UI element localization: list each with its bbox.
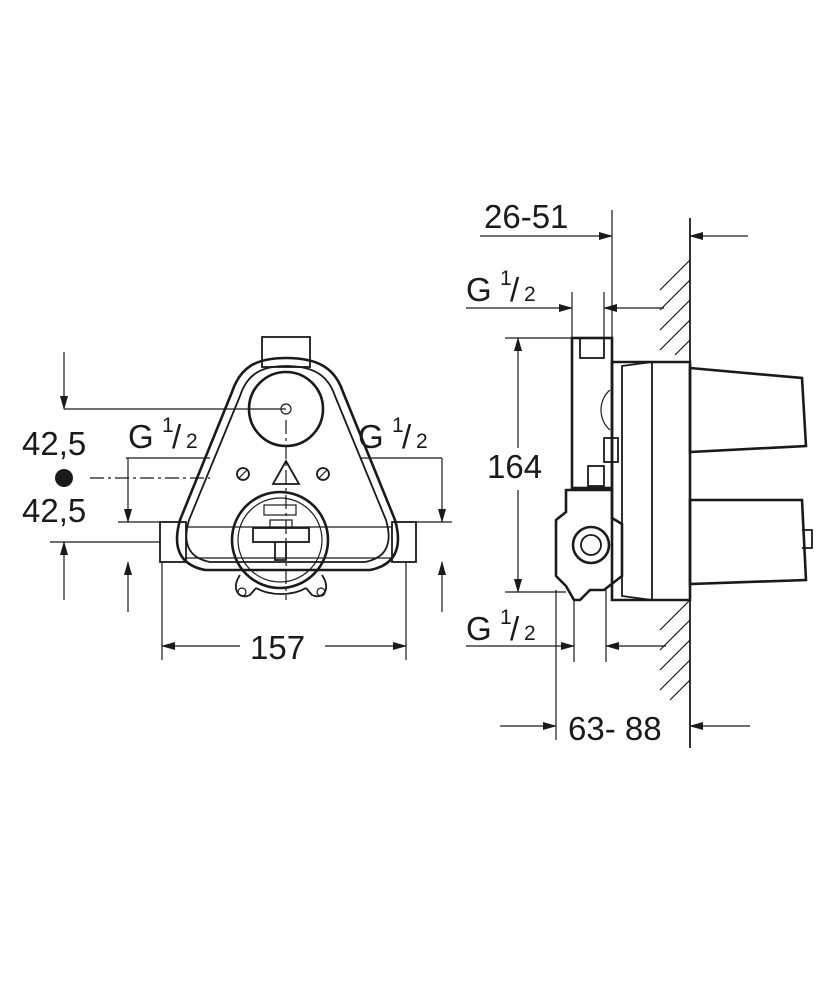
- outer-shell-upper: [688, 366, 808, 454]
- fraction-slash: /: [172, 418, 182, 455]
- valve-body-inner: [185, 365, 390, 563]
- dim-label-lower: 42,5: [22, 492, 86, 529]
- brand-logo-icon: [263, 504, 297, 516]
- right-pipe-stub: [391, 521, 417, 563]
- height-label: 164: [487, 448, 542, 485]
- thread-top-letter: G: [466, 271, 492, 308]
- side-view: 26-51 G 1 / 2 164 G 1 / 2 63- 88: [466, 198, 813, 748]
- thread-top-num: 1: [500, 267, 512, 290]
- fraction-slash: /: [510, 271, 520, 308]
- thread-bottom-letter: G: [466, 610, 492, 647]
- thread-right-letter: G: [358, 418, 384, 455]
- depth-top-label: 26-51: [484, 198, 568, 235]
- thread-left-num: 1: [162, 414, 174, 437]
- thread-bottom-num: 1: [500, 606, 512, 629]
- thread-right-num: 1: [392, 414, 404, 437]
- outer-shell-lower: [688, 498, 808, 586]
- thread-left-letter: G: [128, 418, 154, 455]
- top-port: [261, 336, 311, 368]
- screw-left: [236, 467, 250, 481]
- reference-dot-icon: [55, 469, 73, 487]
- thread-label-bottom: G 1 / 2: [466, 606, 536, 647]
- cartridge-circle: [230, 490, 330, 590]
- small-fitting: [587, 465, 605, 487]
- thread-left-den: 2: [186, 430, 198, 453]
- connection-port: [571, 525, 611, 565]
- thread-right-den: 2: [416, 430, 428, 453]
- thread-label-left: G 1 / 2: [128, 414, 198, 455]
- thread-label-right: G 1 / 2: [358, 414, 428, 455]
- housing-outline: [610, 360, 692, 602]
- thread-bottom-den: 2: [524, 622, 536, 645]
- front-view: 42,5 42,5 G 1 / 2 G 1 / 2 157: [22, 336, 452, 666]
- thread-label-top: G 1 / 2: [466, 267, 536, 308]
- screw-right: [316, 467, 330, 481]
- fraction-slash: /: [402, 418, 412, 455]
- thread-top-den: 2: [524, 283, 536, 306]
- fraction-slash: /: [510, 610, 520, 647]
- lower-valve-body: [554, 488, 624, 602]
- depth-bottom-label: 63- 88: [568, 710, 662, 747]
- width-label: 157: [250, 629, 305, 666]
- cartridge-bar: [252, 527, 310, 543]
- valve-body-outline: [175, 356, 400, 572]
- dim-label-upper: 42,5: [22, 425, 86, 462]
- wall-hatching: [659, 259, 691, 701]
